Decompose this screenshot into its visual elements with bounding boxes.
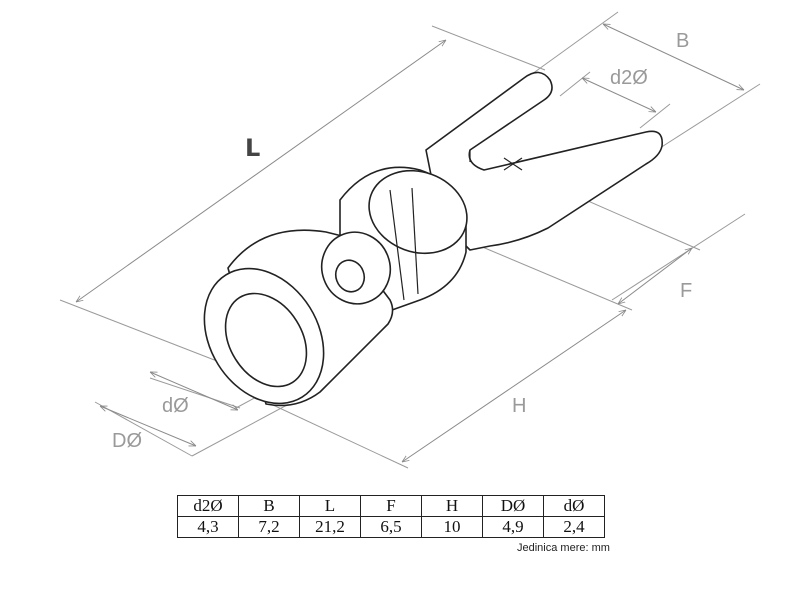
dimensions-table: d2Ø B L F H DØ dØ 4,3 7,2 21,2 6,5 10 4,…: [177, 495, 605, 538]
label-d: dØ: [162, 395, 189, 417]
header-cell: L: [299, 495, 361, 517]
dim-line-d: [150, 371, 238, 411]
dim-line-l: [76, 40, 446, 302]
label-b: B: [676, 30, 689, 52]
label-l: L: [245, 134, 260, 162]
value-cell: 10: [421, 516, 483, 538]
value-cell: 7,2: [238, 516, 300, 538]
dim-line-b: [603, 24, 744, 90]
value-cell: 4,9: [482, 516, 544, 538]
dim-line-f: [618, 248, 692, 304]
front-ring-inner: [224, 292, 308, 388]
label-h: H: [512, 395, 526, 417]
value-cell: 2,4: [543, 516, 605, 538]
dim-line-dd: [100, 405, 196, 447]
spade-fork: [425, 71, 663, 251]
header-cell: B: [238, 495, 300, 517]
dimension-labels: L B d2Ø F H dØ DØ: [112, 30, 692, 452]
table-value-row: 4,3 7,2 21,2 6,5 10 4,9 2,4: [177, 516, 605, 538]
header-cell: H: [421, 495, 483, 517]
spade-terminal: [203, 71, 663, 407]
label-d2: d2Ø: [610, 67, 648, 89]
value-cell: 4,3: [177, 516, 239, 538]
dim-line-h: [402, 310, 626, 462]
table-header-row: d2Ø B L F H DØ dØ: [177, 495, 605, 517]
header-cell: d2Ø: [177, 495, 239, 517]
label-f: F: [680, 280, 692, 302]
header-cell: dØ: [543, 495, 605, 517]
dimension-lines: [76, 24, 744, 462]
value-cell: 6,5: [360, 516, 422, 538]
value-cell: 21,2: [299, 516, 361, 538]
header-cell: F: [360, 495, 422, 517]
dim-line-d2: [582, 78, 656, 112]
label-dd: DØ: [112, 430, 142, 452]
units-note: Jedinica mere: mm: [517, 542, 610, 554]
header-cell: DØ: [482, 495, 544, 517]
